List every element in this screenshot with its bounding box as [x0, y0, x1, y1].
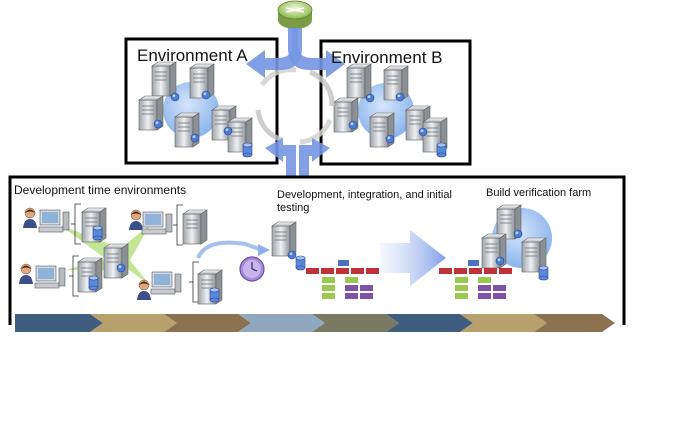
- chevron-1: [15, 314, 103, 332]
- chevron-3: [164, 314, 251, 332]
- cycle-arrows: [255, 67, 335, 145]
- dev-integration-label: Development, integration, and initial te…: [277, 189, 452, 214]
- chevron-4: [238, 314, 325, 332]
- build-farm-label: Build verification farm: [486, 187, 592, 199]
- environment-b-box: [319, 39, 472, 166]
- developer-3: [18, 263, 66, 289]
- timeline-chevrons: [15, 314, 615, 332]
- developer-2: [128, 209, 173, 235]
- chevron-5: [312, 314, 399, 332]
- integration-server: [271, 221, 306, 271]
- clock-icon: [239, 256, 265, 282]
- developer-4: [136, 271, 182, 301]
- bottom-frame: [8, 175, 626, 325]
- router-arrows: [246, 28, 345, 78]
- build-farm: [481, 204, 552, 281]
- down-arrows: [265, 138, 330, 178]
- router-icon: [277, 0, 313, 29]
- developer-1: [22, 207, 70, 233]
- chevron-8: [534, 314, 615, 332]
- big-arrow-icon: [380, 230, 446, 286]
- central-server: [103, 243, 129, 279]
- cycle-arrow-small: [196, 240, 270, 259]
- dev-time-label: Development time environments: [14, 183, 187, 197]
- chevron-6: [386, 314, 473, 332]
- build-blocks-1: [306, 260, 379, 299]
- dev-environments-group: [18, 203, 223, 305]
- chevron-7: [460, 314, 547, 332]
- build-blocks-2: [439, 260, 512, 299]
- environment-b-title: Environment B: [331, 48, 443, 67]
- environment-a-title: Environment A: [137, 46, 248, 65]
- chevron-2: [90, 314, 177, 332]
- environment-a-box: [124, 37, 279, 165]
